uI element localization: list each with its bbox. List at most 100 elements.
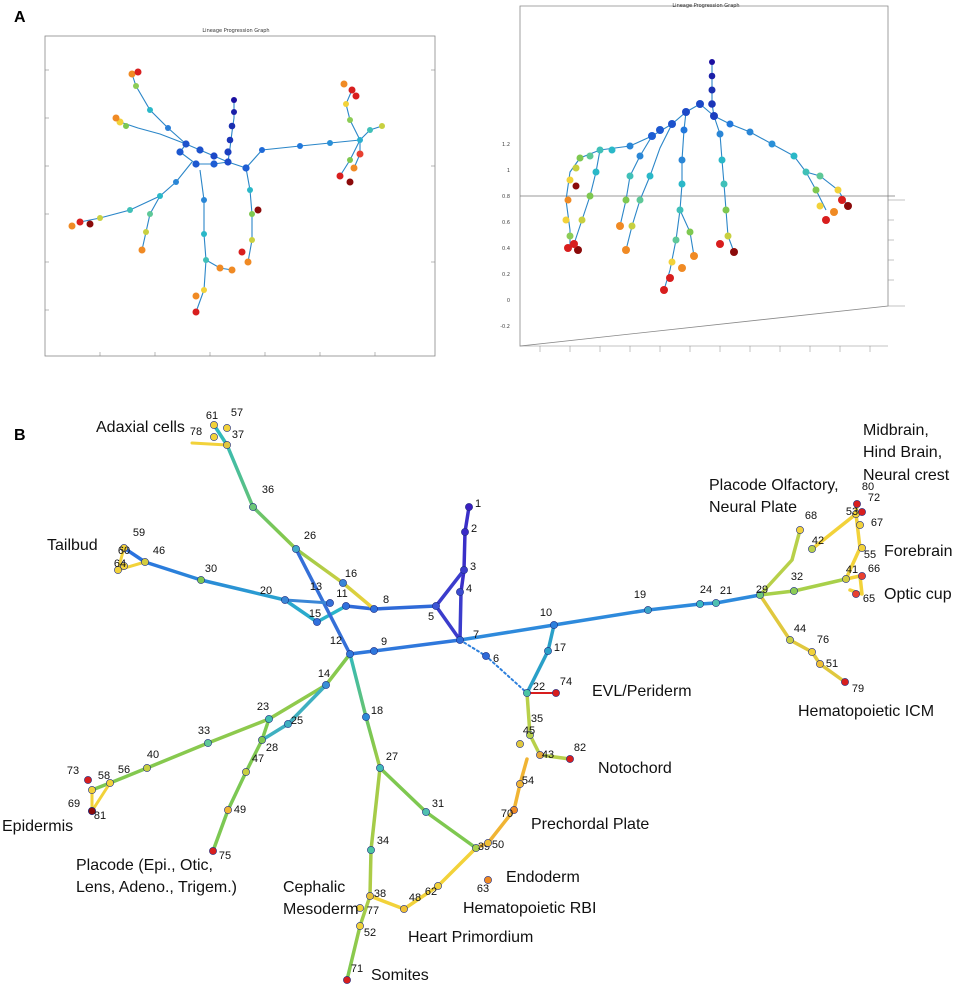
node-32 [790,587,798,595]
node-label-51: 51 [826,658,838,670]
panel-a-2d-nodes [68,68,385,316]
node-label-29: 29 [756,584,768,596]
node-label-48: 48 [409,892,421,904]
node-label-47: 47 [252,753,264,765]
node-label-50: 50 [492,839,504,851]
label-placode-line2: Lens, Adeno., Trigem.) [76,879,237,896]
node-label-44: 44 [794,623,806,635]
node-41 [842,575,850,583]
node-label-63: 63 [477,883,489,895]
node-82 [566,755,574,763]
tick-0-8: 0.8 [502,194,510,200]
node-11 [342,602,350,610]
node-label-21: 21 [720,585,732,597]
node-67 [856,521,864,529]
panel-a-letter: A [14,9,26,26]
node-label-72: 72 [868,492,880,504]
label-heart-primordium: Heart Primordium [408,929,533,946]
node-65 [852,590,860,598]
node-label-82: 82 [574,742,586,754]
node-label-2: 2 [471,523,477,535]
node-31 [422,808,430,816]
label-epidermis: Epidermis [2,818,73,835]
panel-a-3d-graph: Lineage Progression Graph 1.2 1 0.8 0.6 … [500,3,905,352]
panel-a-2d-title: Lineage Progression Graph [202,28,269,34]
node-25 [284,720,292,728]
node-label-33: 33 [198,725,210,737]
panel-b-letter: B [14,427,26,444]
node-57 [223,424,231,432]
node-label-65: 65 [863,593,875,605]
label-cephalic: Cephalic [283,879,345,896]
node-14 [322,681,330,689]
node-label-77: 77 [367,905,379,917]
node-4 [456,588,464,596]
node-16 [339,579,347,587]
panel-a-3d-nodes [562,59,852,294]
node-label-10: 10 [540,607,552,619]
panel-a-2d-edges [79,73,383,313]
label-midbrain: Midbrain, [863,422,929,439]
tick-1-2: 1.2 [502,142,510,148]
node-label-4: 4 [466,583,472,595]
label-endoderm: Endoderm [506,869,580,886]
label-hind-brain: Hind Brain, [863,444,942,461]
node-label-28: 28 [266,742,278,754]
node-label-11: 11 [336,588,347,600]
node-label-64: 64 [114,558,126,570]
node-33 [204,739,212,747]
node-label-26: 26 [304,530,316,542]
node-79 [841,678,849,686]
node-80 [853,500,861,508]
node-label-15: 15 [309,608,321,620]
node-label-24: 24 [700,584,712,596]
tick-0-4: 0.4 [502,246,510,252]
node-76 [808,648,816,656]
node-6 [482,652,490,660]
node-37 [223,441,231,449]
node-22 [523,689,531,697]
label-forebrain: Forebrain [884,543,952,560]
node-21 [712,599,720,607]
label-evl-periderm: EVL/Periderm [592,683,692,700]
node-48 [400,905,408,913]
tick-0: 0 [507,298,510,304]
node-13 [326,599,334,607]
node-label-62: 62 [425,886,437,898]
node-2 [461,528,469,536]
node-label-59: 59 [133,527,145,539]
label-placode-line1: Placode (Epi., Otic, [76,857,213,874]
node-label-16: 16 [345,568,357,580]
node-label-25: 25 [291,715,303,727]
node-label-76: 76 [817,634,829,646]
node-label-43: 43 [542,749,554,761]
node-label-52: 52 [364,927,376,939]
node-label-8: 8 [383,594,389,606]
node-label-75: 75 [219,850,231,862]
node-label-1: 1 [475,498,481,510]
node-label-54: 54 [522,775,534,787]
node-10 [550,621,558,629]
node-29 [756,591,764,599]
node-label-78: 78 [190,426,202,438]
node-18 [362,713,370,721]
node-label-36: 36 [262,484,274,496]
node-label-42: 42 [812,535,824,547]
node-label-22: 22 [533,681,545,693]
node-39 [472,844,480,852]
node-label-53: 53 [846,506,858,518]
node-label-9: 9 [381,636,387,648]
node-36 [249,503,257,511]
node-label-23: 23 [257,701,269,713]
node-55 [858,544,866,552]
node-label-30: 30 [205,563,217,575]
node-label-34: 34 [377,835,389,847]
label-notochord: Notochord [598,760,672,777]
node-20 [281,596,289,604]
node-50 [484,839,492,847]
node-66 [858,572,866,580]
node-15 [313,618,321,626]
label-placode-olfactory: Placode Olfactory, [709,477,839,494]
node-63 [484,876,492,884]
